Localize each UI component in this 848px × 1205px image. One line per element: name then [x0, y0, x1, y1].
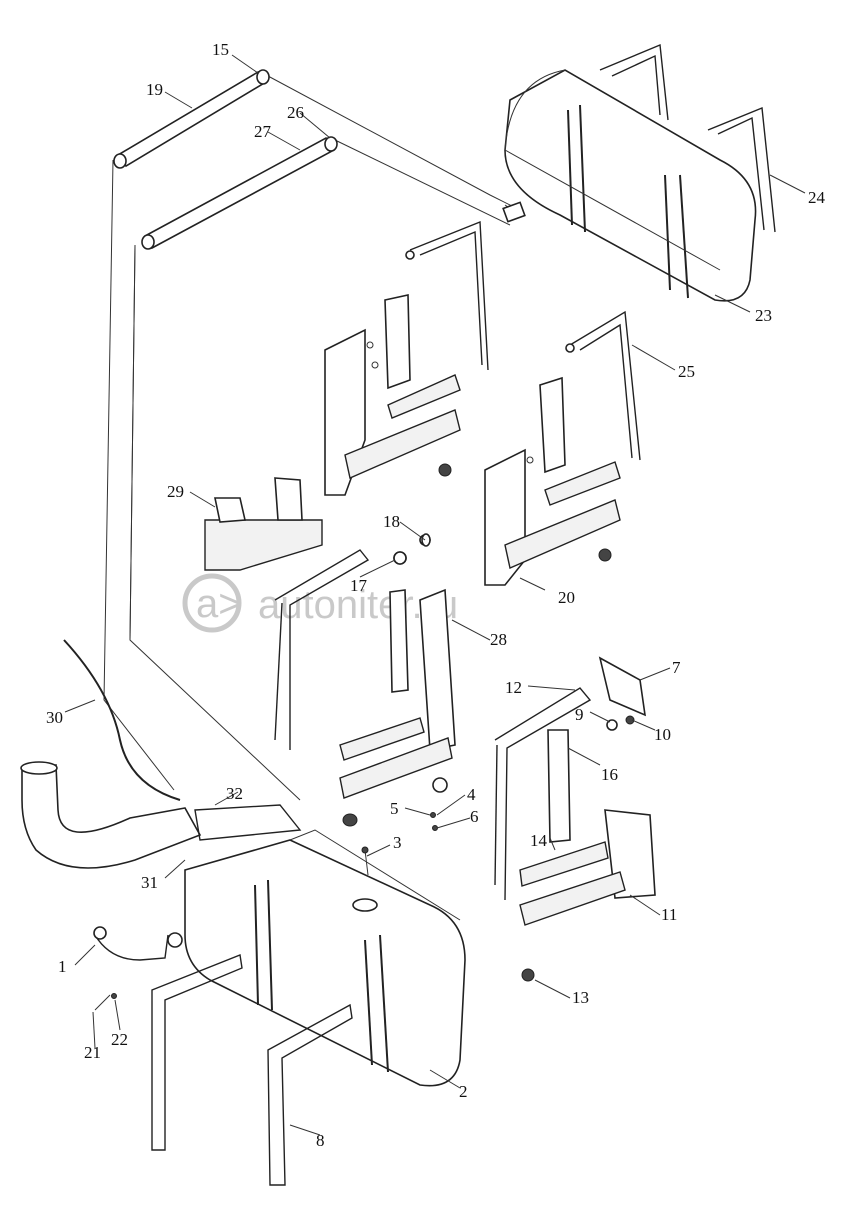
lower-right-bracket	[494, 656, 656, 982]
filler-pipe	[20, 639, 202, 869]
lower-tank-straps	[151, 954, 353, 1186]
callout-23: 23	[755, 306, 772, 325]
callout-1: 1	[58, 957, 67, 976]
watermark: a> autoniter.ru	[182, 573, 458, 633]
callout-29: 29	[167, 482, 184, 501]
callout-3: 3	[393, 833, 402, 852]
upper-fuel-tank	[502, 69, 757, 302]
callout-28: 28	[490, 630, 507, 649]
upper-tank-straps	[599, 43, 776, 233]
callout-labels: 1 2 3 4 5 6 7 8 9 10 11 12 13 14 15 16 1…	[46, 40, 826, 1150]
callout-18: 18	[383, 512, 400, 531]
callout-8: 8	[316, 1131, 325, 1150]
callout-12: 12	[505, 678, 522, 697]
callout-25: 25	[678, 362, 695, 381]
main-fuel-tank	[167, 804, 466, 1087]
callout-27: 27	[254, 122, 272, 141]
callout-16: 16	[601, 765, 618, 784]
leader-lines	[64, 54, 806, 1136]
watermark-logo: a>	[196, 582, 242, 626]
callout-6: 6	[470, 807, 479, 826]
callout-2: 2	[459, 1082, 468, 1101]
small-fasteners	[94, 533, 438, 1011]
callout-24: 24	[808, 188, 826, 207]
mounting-plate-29	[204, 477, 323, 571]
callout-14: 14	[530, 831, 548, 850]
callout-21: 21	[84, 1043, 101, 1062]
watermark-logo-icon	[182, 573, 242, 633]
crossmember-tube-19	[113, 69, 270, 169]
callout-26: 26	[287, 103, 304, 122]
callout-32: 32	[226, 784, 243, 803]
callout-17: 17	[350, 576, 368, 595]
pipe-routing-lines	[103, 75, 521, 801]
callout-31: 31	[141, 873, 158, 892]
callout-20: 20	[558, 588, 575, 607]
callout-15: 15	[212, 40, 229, 59]
upper-left-bracket	[324, 220, 489, 496]
callout-10: 10	[654, 725, 671, 744]
fuel-sender-wire	[93, 926, 169, 961]
callout-22: 22	[111, 1030, 128, 1049]
callout-9: 9	[575, 705, 584, 724]
callout-13: 13	[572, 988, 589, 1007]
callout-7: 7	[672, 658, 681, 677]
callout-4: 4	[467, 785, 476, 804]
callout-5: 5	[390, 799, 399, 818]
crossmember-tube-27	[141, 136, 338, 250]
callout-30: 30	[46, 708, 63, 727]
callout-11: 11	[661, 905, 677, 924]
upper-right-bracket	[484, 310, 641, 586]
callout-19: 19	[146, 80, 163, 99]
